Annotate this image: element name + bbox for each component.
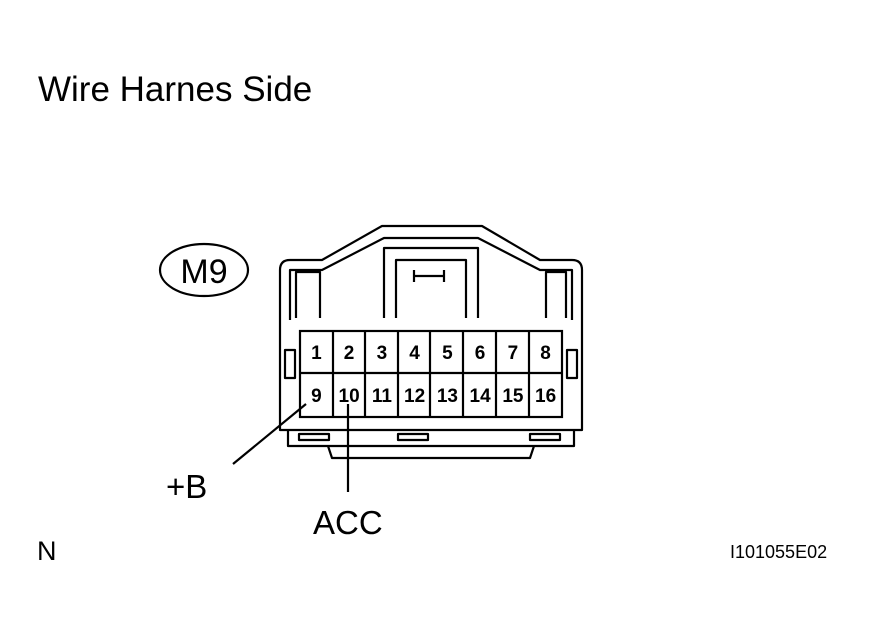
pin-label-10: 10 [339,386,360,407]
pin-label-4: 4 [409,343,420,364]
pin-label-14: 14 [470,386,492,407]
plus-b-label: +B [166,468,208,505]
connector-id-oval [158,242,250,298]
pin-label-16: 16 [535,386,556,407]
pin-label-15: 15 [502,386,524,407]
pin-label-11: 11 [372,386,393,407]
plus-b-leader-line [232,403,307,465]
connector-id-label: M9 [180,253,227,291]
acc-label: ACC [313,504,383,541]
pin-label-6: 6 [475,343,486,364]
pin-label-13: 13 [437,386,458,407]
figure-id: I101055E02 [730,542,828,562]
diagram-title: Wire Harnes Side [38,70,313,109]
pin-grid [298,329,564,419]
pin-label-2: 2 [344,343,355,364]
pin-label-5: 5 [442,343,453,364]
pin-label-3: 3 [377,343,388,364]
pin-label-7: 7 [508,343,519,364]
pin-label-8: 8 [540,343,551,364]
pin-label-12: 12 [404,386,425,407]
connector-housing [278,224,584,460]
pin-label-1: 1 [311,343,322,364]
corner-letter: N [37,536,57,566]
pin-label-9: 9 [311,386,322,407]
